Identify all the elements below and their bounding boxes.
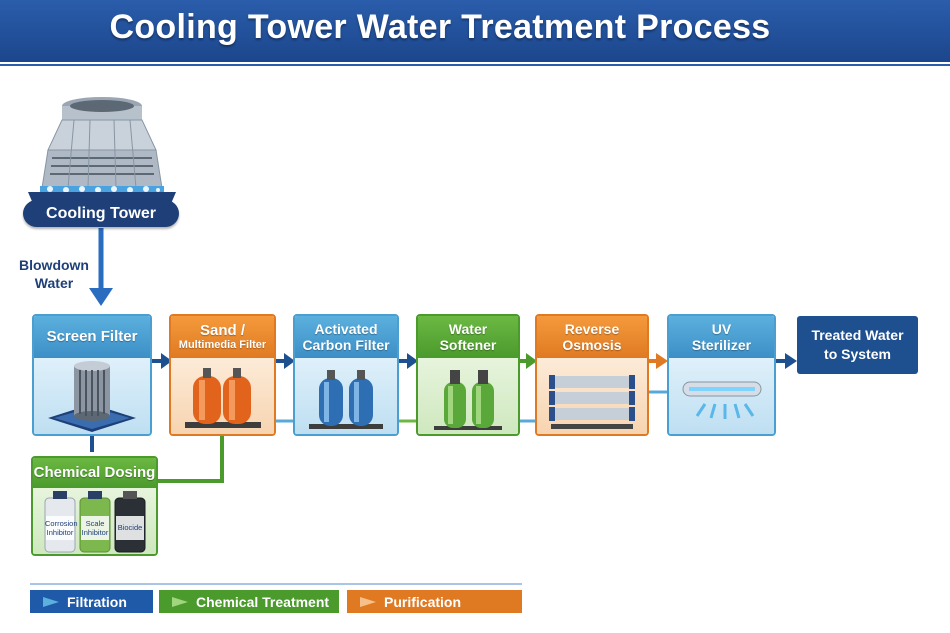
arrow-uv-to-treated <box>776 353 797 369</box>
arrow-ro-to-uv <box>649 353 668 369</box>
chemical-feed-line <box>158 436 224 483</box>
reverse-osmosis-line1: Reverse <box>564 320 620 337</box>
legend-filtration-icon <box>43 596 59 607</box>
screen-filter-icon <box>48 361 136 432</box>
water-softener-line2: Softener <box>439 337 497 353</box>
blowdown-arrowhead <box>89 288 113 306</box>
sand-filter-tanks-icon <box>185 368 261 428</box>
blowdown-line1: Blowdown <box>19 257 89 273</box>
bottle-label-biocide: Biocide <box>115 523 145 532</box>
legend-purification: Purification <box>347 590 522 613</box>
arrow-softener-to-ro <box>520 353 537 369</box>
treated-water-line1: Treated Water <box>811 327 904 343</box>
uv-sterilizer-line2: Sterilizer <box>691 337 752 353</box>
blowdown-line2: Water <box>34 275 74 291</box>
screen-filter-stage: Screen Filter <box>32 314 152 436</box>
reverse-osmosis-membranes-icon <box>549 375 635 429</box>
arrow-sand-to-carbon <box>276 353 295 369</box>
treated-water-output: Treated Water to System <box>797 316 918 374</box>
legend-chemical-icon <box>172 596 188 607</box>
bottle-label-biocide-line1: Biocide <box>117 523 143 532</box>
sand-filter-label: Sand /Multimedia Filter <box>171 316 274 358</box>
bottle-label-scale-line2: Inhibitor <box>81 528 109 537</box>
cooling-tower-illustration <box>28 97 176 206</box>
bottle-label-corrosion-line2: Inhibitor <box>46 528 74 537</box>
legend-purification-label: Purification <box>384 593 462 610</box>
blowdown-label: Blowdown Water <box>14 256 94 292</box>
page-title: Cooling Tower Water Treatment Process <box>109 8 771 46</box>
uv-sterilizer-line1: UV <box>711 320 732 337</box>
cooling-tower-label: Cooling Tower <box>46 205 156 222</box>
bottle-label-corrosion-line1: Corrosion <box>45 519 78 528</box>
screen-filter-label: Screen Filter <box>34 316 150 358</box>
legend-purification-icon <box>360 596 376 607</box>
arrow-screen-to-sand <box>152 353 172 369</box>
sand-filter-stage: Sand /Multimedia Filter <box>169 314 276 436</box>
carbon-filter-line2: Carbon Filter <box>302 337 390 353</box>
cooling-tower-badge <box>23 200 179 227</box>
legend-filtration: Filtration <box>30 590 153 613</box>
water-softener-line1: Water <box>448 320 488 337</box>
legend-filtration-label: Filtration <box>67 593 127 610</box>
title-divider <box>0 64 950 66</box>
legend-chemical-label: Chemical Treatment <box>196 593 330 610</box>
title-banner <box>0 0 950 62</box>
bottle-label-scale-line1: Scale <box>85 519 105 528</box>
dosing-bottles-icon <box>44 491 146 553</box>
treated-water-line2: to System <box>824 346 891 362</box>
carbon-filter-line1: Activated <box>314 320 378 337</box>
legend-chemical-treatment: Chemical Treatment <box>159 590 339 613</box>
reverse-osmosis-line2: Osmosis <box>562 337 622 353</box>
uv-lamp-icon <box>682 381 762 419</box>
water-softener-tanks-icon <box>434 370 502 430</box>
sand-filter-line1: Sand / <box>199 322 245 340</box>
arrow-carbon-to-softener <box>399 353 418 369</box>
carbon-filter-tanks-icon <box>309 370 383 429</box>
chemical-dosing-label: Chemical Dosing <box>33 458 156 488</box>
sand-filter-line2: Multimedia Filter <box>178 339 267 352</box>
